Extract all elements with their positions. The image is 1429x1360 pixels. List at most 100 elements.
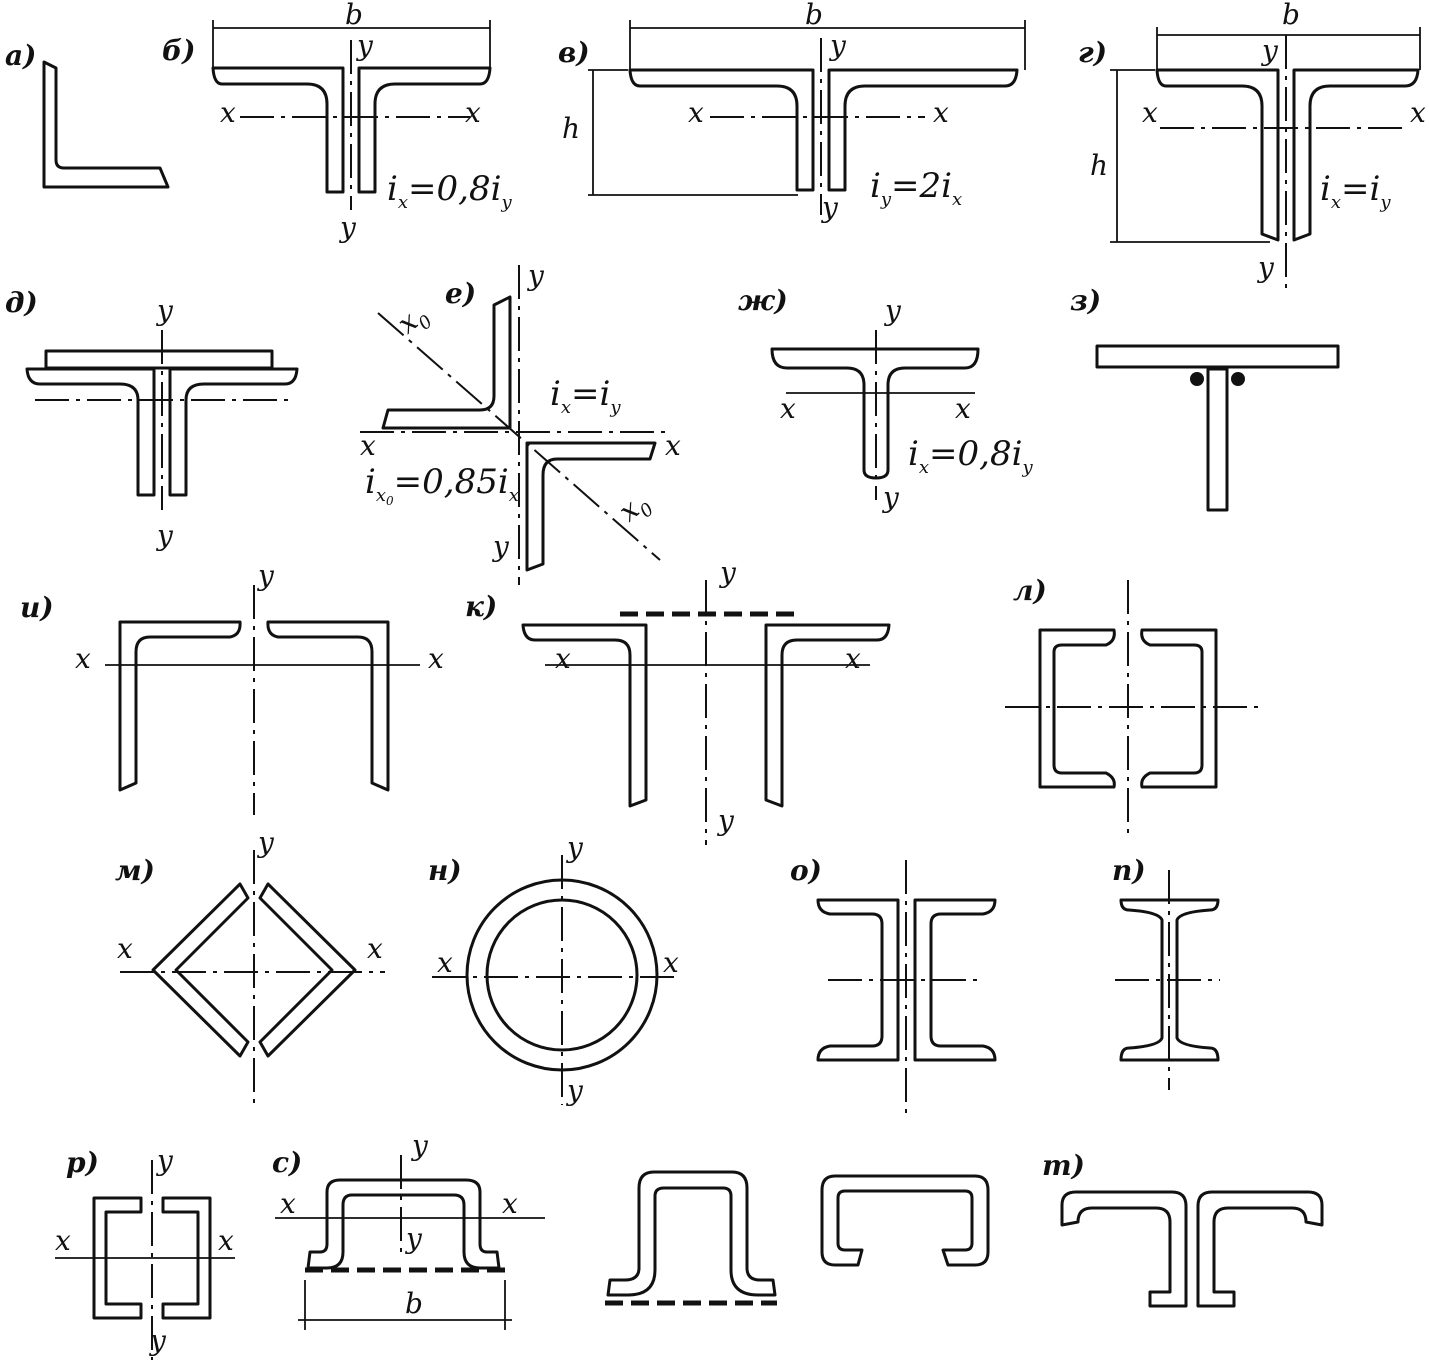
svg-text:y: y bbox=[881, 481, 900, 514]
svg-text:x: x bbox=[367, 932, 383, 965]
svg-text:x: x bbox=[1142, 96, 1158, 129]
svg-text:y: y bbox=[155, 1144, 174, 1177]
figure-e: е) y y x x x0 x0 ix=iy ix0=0,85ix bbox=[360, 259, 681, 585]
label-m: м) bbox=[115, 854, 155, 887]
flange-plate bbox=[1095, 344, 1340, 369]
svg-text:y: y bbox=[716, 804, 735, 837]
svg-text:b: b bbox=[405, 1287, 423, 1320]
label-o: о) bbox=[790, 854, 822, 887]
svg-text:x: x bbox=[845, 642, 861, 675]
figure-t: т) bbox=[1042, 1149, 1324, 1308]
dim-b-label: b bbox=[345, 0, 363, 31]
angle-diamond-left bbox=[151, 882, 250, 1058]
figure-r: р) y y x x bbox=[55, 1144, 235, 1360]
angle-diamond-right bbox=[258, 882, 357, 1058]
label-zh: ж) bbox=[738, 284, 788, 317]
svg-text:x: x bbox=[555, 642, 571, 675]
svg-text:y: y bbox=[256, 826, 275, 859]
svg-text:y: y bbox=[491, 530, 510, 563]
svg-text:y: y bbox=[148, 1324, 167, 1357]
svg-text:y: y bbox=[155, 294, 174, 327]
label-r: р) bbox=[66, 1146, 99, 1179]
svg-text:x: x bbox=[465, 96, 481, 129]
formula-e1: ix=iy bbox=[550, 374, 621, 418]
svg-text:y: y bbox=[565, 1074, 584, 1107]
svg-text:y: y bbox=[820, 191, 839, 224]
formula-g: ix=iy bbox=[1320, 169, 1391, 213]
svg-text:y: y bbox=[1256, 251, 1275, 284]
svg-text:x: x bbox=[780, 392, 796, 425]
label-k: к) bbox=[465, 590, 497, 623]
svg-text:x: x bbox=[502, 1187, 518, 1220]
svg-text:x: x bbox=[75, 642, 91, 675]
label-b: б) bbox=[162, 34, 195, 67]
svg-text:y: y bbox=[526, 259, 545, 292]
svg-text:y: y bbox=[355, 29, 374, 62]
hat-section bbox=[306, 1178, 501, 1270]
label-l: л) bbox=[1013, 574, 1047, 607]
label-t: т) bbox=[1042, 1149, 1085, 1182]
svg-text:x: x bbox=[933, 96, 949, 129]
angle-right bbox=[357, 66, 492, 194]
svg-text:y: y bbox=[410, 1129, 429, 1162]
svg-text:x: x bbox=[280, 1187, 296, 1220]
svg-text:x: x bbox=[437, 946, 453, 979]
svg-text:x: x bbox=[1410, 96, 1426, 129]
svg-text:y: y bbox=[828, 29, 847, 62]
formula-b: ix=0,8iy bbox=[387, 169, 512, 213]
svg-text:x: x bbox=[55, 1224, 71, 1257]
label-z: з) bbox=[1070, 284, 1101, 317]
svg-text:x: x bbox=[360, 429, 376, 462]
figure-k: к) x x y y bbox=[465, 556, 891, 845]
figure-m: м) x x y bbox=[115, 826, 385, 1110]
svg-text:x: x bbox=[218, 1224, 234, 1257]
figure-b: б) b x x y y ix=0,8iy bbox=[162, 0, 512, 244]
svg-text:x: x bbox=[220, 96, 236, 129]
svg-text:y: y bbox=[404, 1222, 423, 1255]
label-p: п) bbox=[1112, 854, 1146, 887]
label-g: г) bbox=[1078, 36, 1107, 69]
figure-g: г) b h x x y y ix=iy bbox=[1078, 0, 1426, 290]
formula-zh: ix=0,8iy bbox=[908, 434, 1033, 478]
figure-i: и) x x y bbox=[20, 559, 444, 815]
unequal-angle-left-g bbox=[1155, 68, 1280, 242]
svg-text:y: y bbox=[155, 519, 174, 552]
svg-text:x: x bbox=[665, 429, 681, 462]
label-s: с) bbox=[272, 1146, 302, 1179]
figure-p: п) bbox=[1112, 854, 1220, 1090]
figure-o: о) bbox=[790, 854, 997, 1120]
svg-text:y: y bbox=[338, 211, 357, 244]
svg-text:h: h bbox=[562, 112, 580, 145]
label-a: а) bbox=[5, 39, 36, 72]
single-angle bbox=[42, 60, 170, 189]
svg-text:y: y bbox=[256, 559, 275, 592]
figure-l: л) bbox=[1005, 574, 1265, 840]
svg-text:x: x bbox=[117, 932, 133, 965]
label-e: е) bbox=[445, 277, 476, 310]
svg-text:h: h bbox=[1090, 149, 1108, 182]
unequal-angle-right-g bbox=[1292, 68, 1420, 242]
angle-left bbox=[211, 66, 345, 194]
bent-hat-section bbox=[606, 1170, 777, 1297]
i-beam bbox=[1119, 898, 1220, 1062]
svg-text:y: y bbox=[883, 294, 902, 327]
formula-v: iy=2ix bbox=[870, 166, 962, 210]
lipped-channel bbox=[820, 1174, 990, 1267]
angle-lower bbox=[525, 441, 657, 572]
figure-z: з) bbox=[1070, 284, 1340, 512]
svg-text:y: y bbox=[1260, 34, 1279, 67]
svg-text:x: x bbox=[688, 96, 704, 129]
label-d: д) bbox=[5, 286, 38, 319]
svg-text:b: b bbox=[1282, 0, 1300, 31]
weld-left bbox=[1190, 372, 1204, 386]
formula-e2: ix0=0,85ix bbox=[365, 462, 519, 508]
svg-text:y: y bbox=[718, 556, 737, 589]
web-plate bbox=[1206, 367, 1229, 512]
figure-v: в) b h x x y y iy=2ix bbox=[558, 0, 1026, 224]
figure-s: с) b y y x x bbox=[272, 1129, 545, 1330]
svg-text:x: x bbox=[955, 392, 971, 425]
cover-plate bbox=[44, 349, 274, 370]
unequal-angle-left bbox=[628, 68, 815, 192]
angle-upper bbox=[381, 295, 512, 430]
